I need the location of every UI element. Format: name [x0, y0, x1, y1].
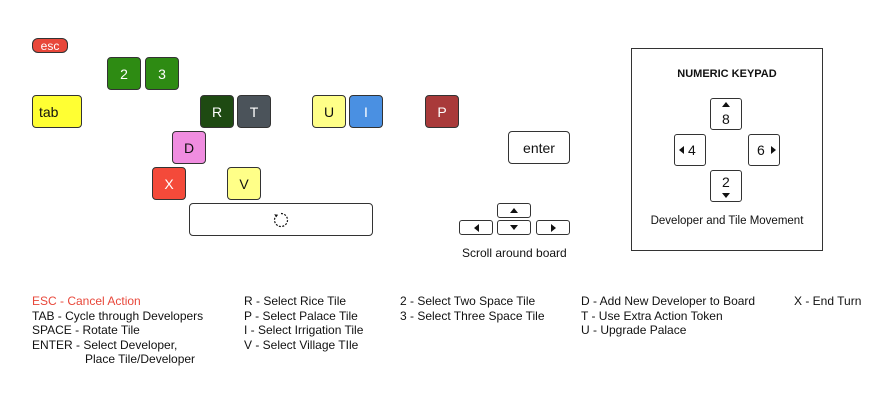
- key-p[interactable]: P: [425, 95, 459, 128]
- legend-p: P - Select Palace Tile: [244, 308, 358, 323]
- legend-v: V - Select Village TIle: [244, 337, 359, 352]
- legend-col-2: R - Select Rice Tile P - Select Palace T…: [244, 294, 363, 352]
- numpad-key-6-label: 6: [757, 142, 765, 158]
- arrow-right-key[interactable]: [536, 220, 570, 235]
- legend-space: SPACE - Rotate Tile: [32, 323, 140, 337]
- numpad-key-8[interactable]: 8: [710, 98, 742, 130]
- legend-x: X - End Turn: [794, 294, 862, 308]
- numeric-keypad-panel: NUMERIC KEYPAD 8 4 6 2 Developer and Til…: [631, 48, 823, 251]
- arrow-left-key[interactable]: [459, 220, 493, 235]
- key-r[interactable]: R: [200, 95, 234, 128]
- enter-key[interactable]: enter: [508, 131, 570, 164]
- legend-col-1: ESC - Cancel Action TAB - Cycle through …: [32, 294, 203, 367]
- key-v[interactable]: V: [227, 167, 261, 200]
- key-t[interactable]: T: [237, 95, 271, 128]
- numpad-key-2[interactable]: 2: [710, 170, 742, 202]
- legend-tab: TAB - Cycle through Developers: [32, 308, 204, 323]
- legend-i: I - Select Irrigation Tile: [244, 323, 364, 337]
- legend-col-5: X - End Turn: [794, 294, 861, 309]
- numpad-key-4[interactable]: 4: [674, 134, 706, 166]
- scroll-label: Scroll around board: [462, 246, 567, 260]
- legend-col-3: 2 - Select Two Space Tile 3 - Select Thr…: [400, 294, 545, 323]
- tab-key[interactable]: tab: [32, 95, 82, 128]
- arrow-down-key[interactable]: [497, 220, 531, 235]
- rotate-icon: [273, 212, 289, 227]
- legend-3: 3 - Select Three Space Tile: [400, 308, 545, 323]
- numpad-caption: Developer and Tile Movement: [650, 215, 804, 227]
- legend-enter: ENTER - Select Developer,: [32, 337, 178, 352]
- numpad-title: NUMERIC KEYPAD: [677, 68, 777, 80]
- legend-r: R - Select Rice Tile: [244, 294, 347, 308]
- arrow-right-icon: [550, 223, 556, 232]
- arrow-down-icon: [722, 193, 730, 198]
- space-key[interactable]: [189, 203, 373, 236]
- numpad-key-8-label: 8: [722, 111, 730, 127]
- key-2[interactable]: 2: [107, 57, 141, 90]
- arrow-left-icon: [473, 223, 479, 232]
- legend-enter-cont: Place Tile/Developer: [85, 352, 196, 366]
- arrow-up-key[interactable]: [497, 203, 531, 218]
- legend-t: T - Use Extra Action Token: [581, 308, 723, 323]
- arrow-down-icon: [510, 225, 518, 230]
- legend-2: 2 - Select Two Space Tile: [400, 294, 536, 308]
- key-i[interactable]: I: [349, 95, 383, 128]
- arrow-left-icon: [679, 146, 684, 154]
- arrow-right-icon: [771, 146, 776, 154]
- numpad-key-2-label: 2: [722, 174, 730, 190]
- arrow-up-icon: [510, 208, 518, 213]
- legend-u: U - Upgrade Palace: [581, 323, 687, 337]
- key-3[interactable]: 3: [145, 57, 179, 90]
- legend-d: D - Add New Developer to Board: [581, 294, 756, 308]
- key-d[interactable]: D: [172, 131, 206, 164]
- numpad-key-6[interactable]: 6: [748, 134, 780, 166]
- arrow-up-icon: [722, 102, 730, 107]
- esc-key[interactable]: esc: [32, 38, 68, 53]
- numpad-key-4-label: 4: [688, 142, 696, 158]
- key-x[interactable]: X: [152, 167, 186, 200]
- key-u[interactable]: U: [312, 95, 346, 128]
- legend-esc: ESC - Cancel Action: [32, 294, 141, 308]
- legend-col-4: D - Add New Developer to Board T - Use E…: [581, 294, 755, 338]
